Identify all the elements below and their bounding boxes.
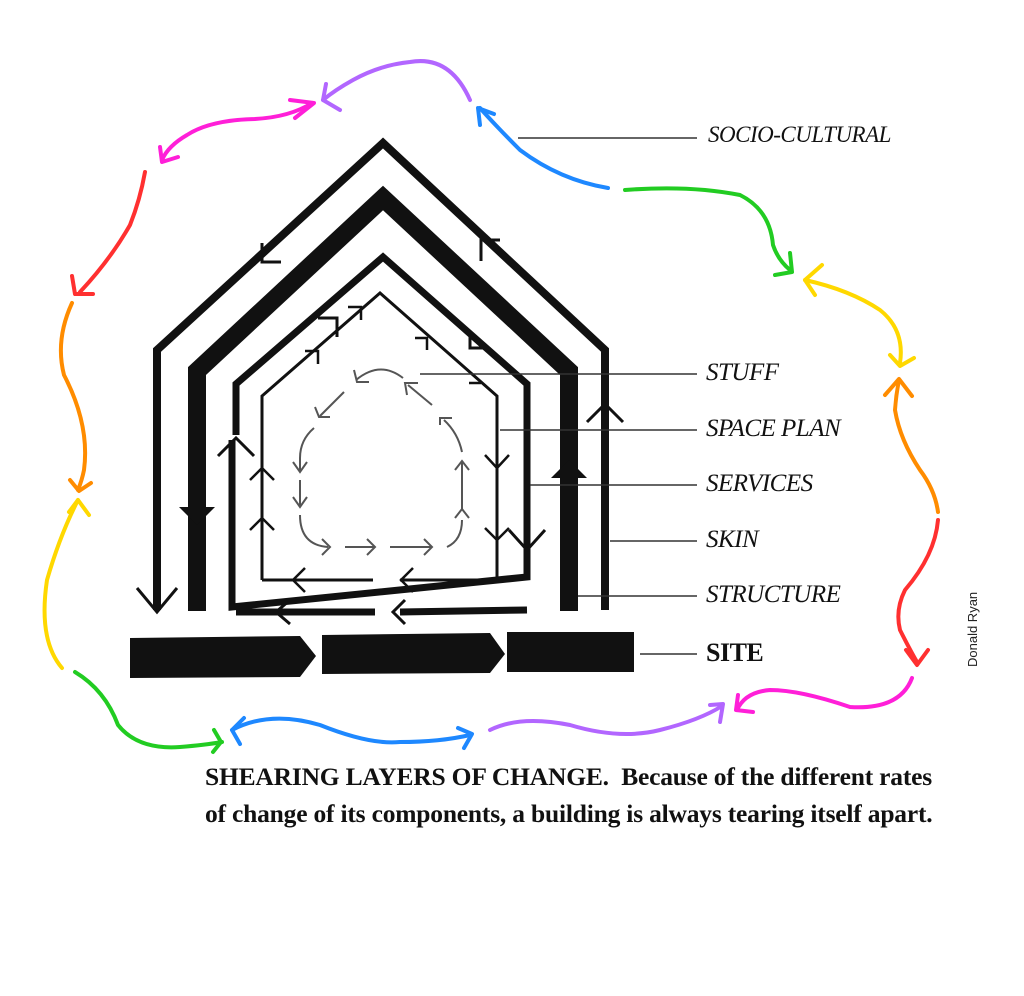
caption-lead: SHEARING LAYERS OF CHANGE. (205, 762, 609, 791)
red-arrow-left (78, 170, 147, 294)
purple-arrow-bottom (488, 704, 724, 736)
stuff-layer (292, 368, 470, 556)
magenta-arrow-right (735, 676, 914, 712)
structure-layer (179, 185, 587, 611)
caption-body: Because of the different rates of change… (205, 762, 933, 828)
red-arrow-right (896, 518, 940, 664)
yellow-arrow-right (803, 278, 903, 365)
label-site: SITE (706, 638, 764, 667)
label-socio-cultural: SOCIO-CULTURAL (708, 122, 891, 147)
orange-arrow-right (893, 378, 940, 514)
skin-layer (135, 137, 625, 615)
orange-arrow-left (58, 301, 88, 492)
services-layer (216, 252, 547, 626)
label-skin: SKIN (706, 526, 759, 553)
leader-lines (420, 137, 697, 655)
blue-arrow-bottom (230, 716, 472, 745)
green-arrow-right (623, 186, 792, 272)
label-space-plan: SPACE PLAN (706, 415, 841, 442)
magenta-arrow-top (160, 101, 314, 162)
annotation-ring (42, 59, 940, 754)
purple-arrow-top (321, 59, 472, 102)
label-structure: STRUCTURE (706, 581, 841, 608)
yellow-arrow-left (42, 498, 80, 670)
space-plan-layer (249, 291, 510, 593)
blue-arrow-top (478, 106, 610, 190)
label-services: SERVICES (706, 470, 813, 497)
green-arrow-bottom (73, 670, 224, 750)
credit-text: Donald Ryan (965, 591, 980, 667)
site-layer (130, 632, 634, 678)
caption: SHEARING LAYERS OF CHANGE. Because of th… (205, 758, 945, 832)
house-layers (130, 137, 634, 678)
label-stuff: STUFF (706, 359, 779, 386)
